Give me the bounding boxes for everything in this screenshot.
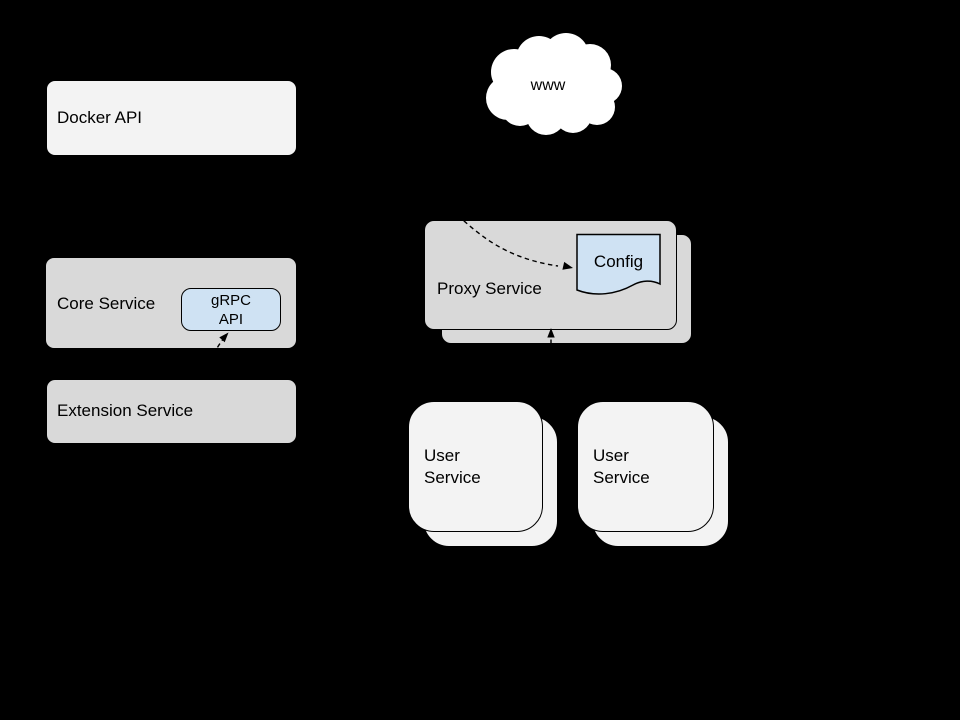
user-service-2-label: User Service (593, 446, 650, 487)
docker-api-label: Docker API (57, 108, 143, 127)
extension-service-box (46, 379, 297, 444)
grpc-api-box (181, 288, 281, 331)
docker-api-box (46, 80, 297, 156)
user-service-1-box (408, 401, 543, 532)
user-service-1-label: User Service (424, 446, 481, 487)
grpc-api-label: gRPC API (210, 291, 251, 328)
arrow-extension-to-grpc (205, 332, 229, 378)
arrow-users-to-proxy (547, 328, 555, 408)
core-service-label: Core Service (57, 294, 156, 313)
extension-service-label: Extension Service (57, 401, 194, 420)
config-document (576, 233, 661, 295)
arrow-www-to-config (451, 209, 573, 270)
proxy-service-label: Proxy Service (437, 279, 542, 298)
config-label: Config (593, 252, 644, 271)
user-service-2-box (577, 401, 714, 532)
www-cloud (484, 31, 624, 137)
www-label: www (530, 77, 566, 94)
